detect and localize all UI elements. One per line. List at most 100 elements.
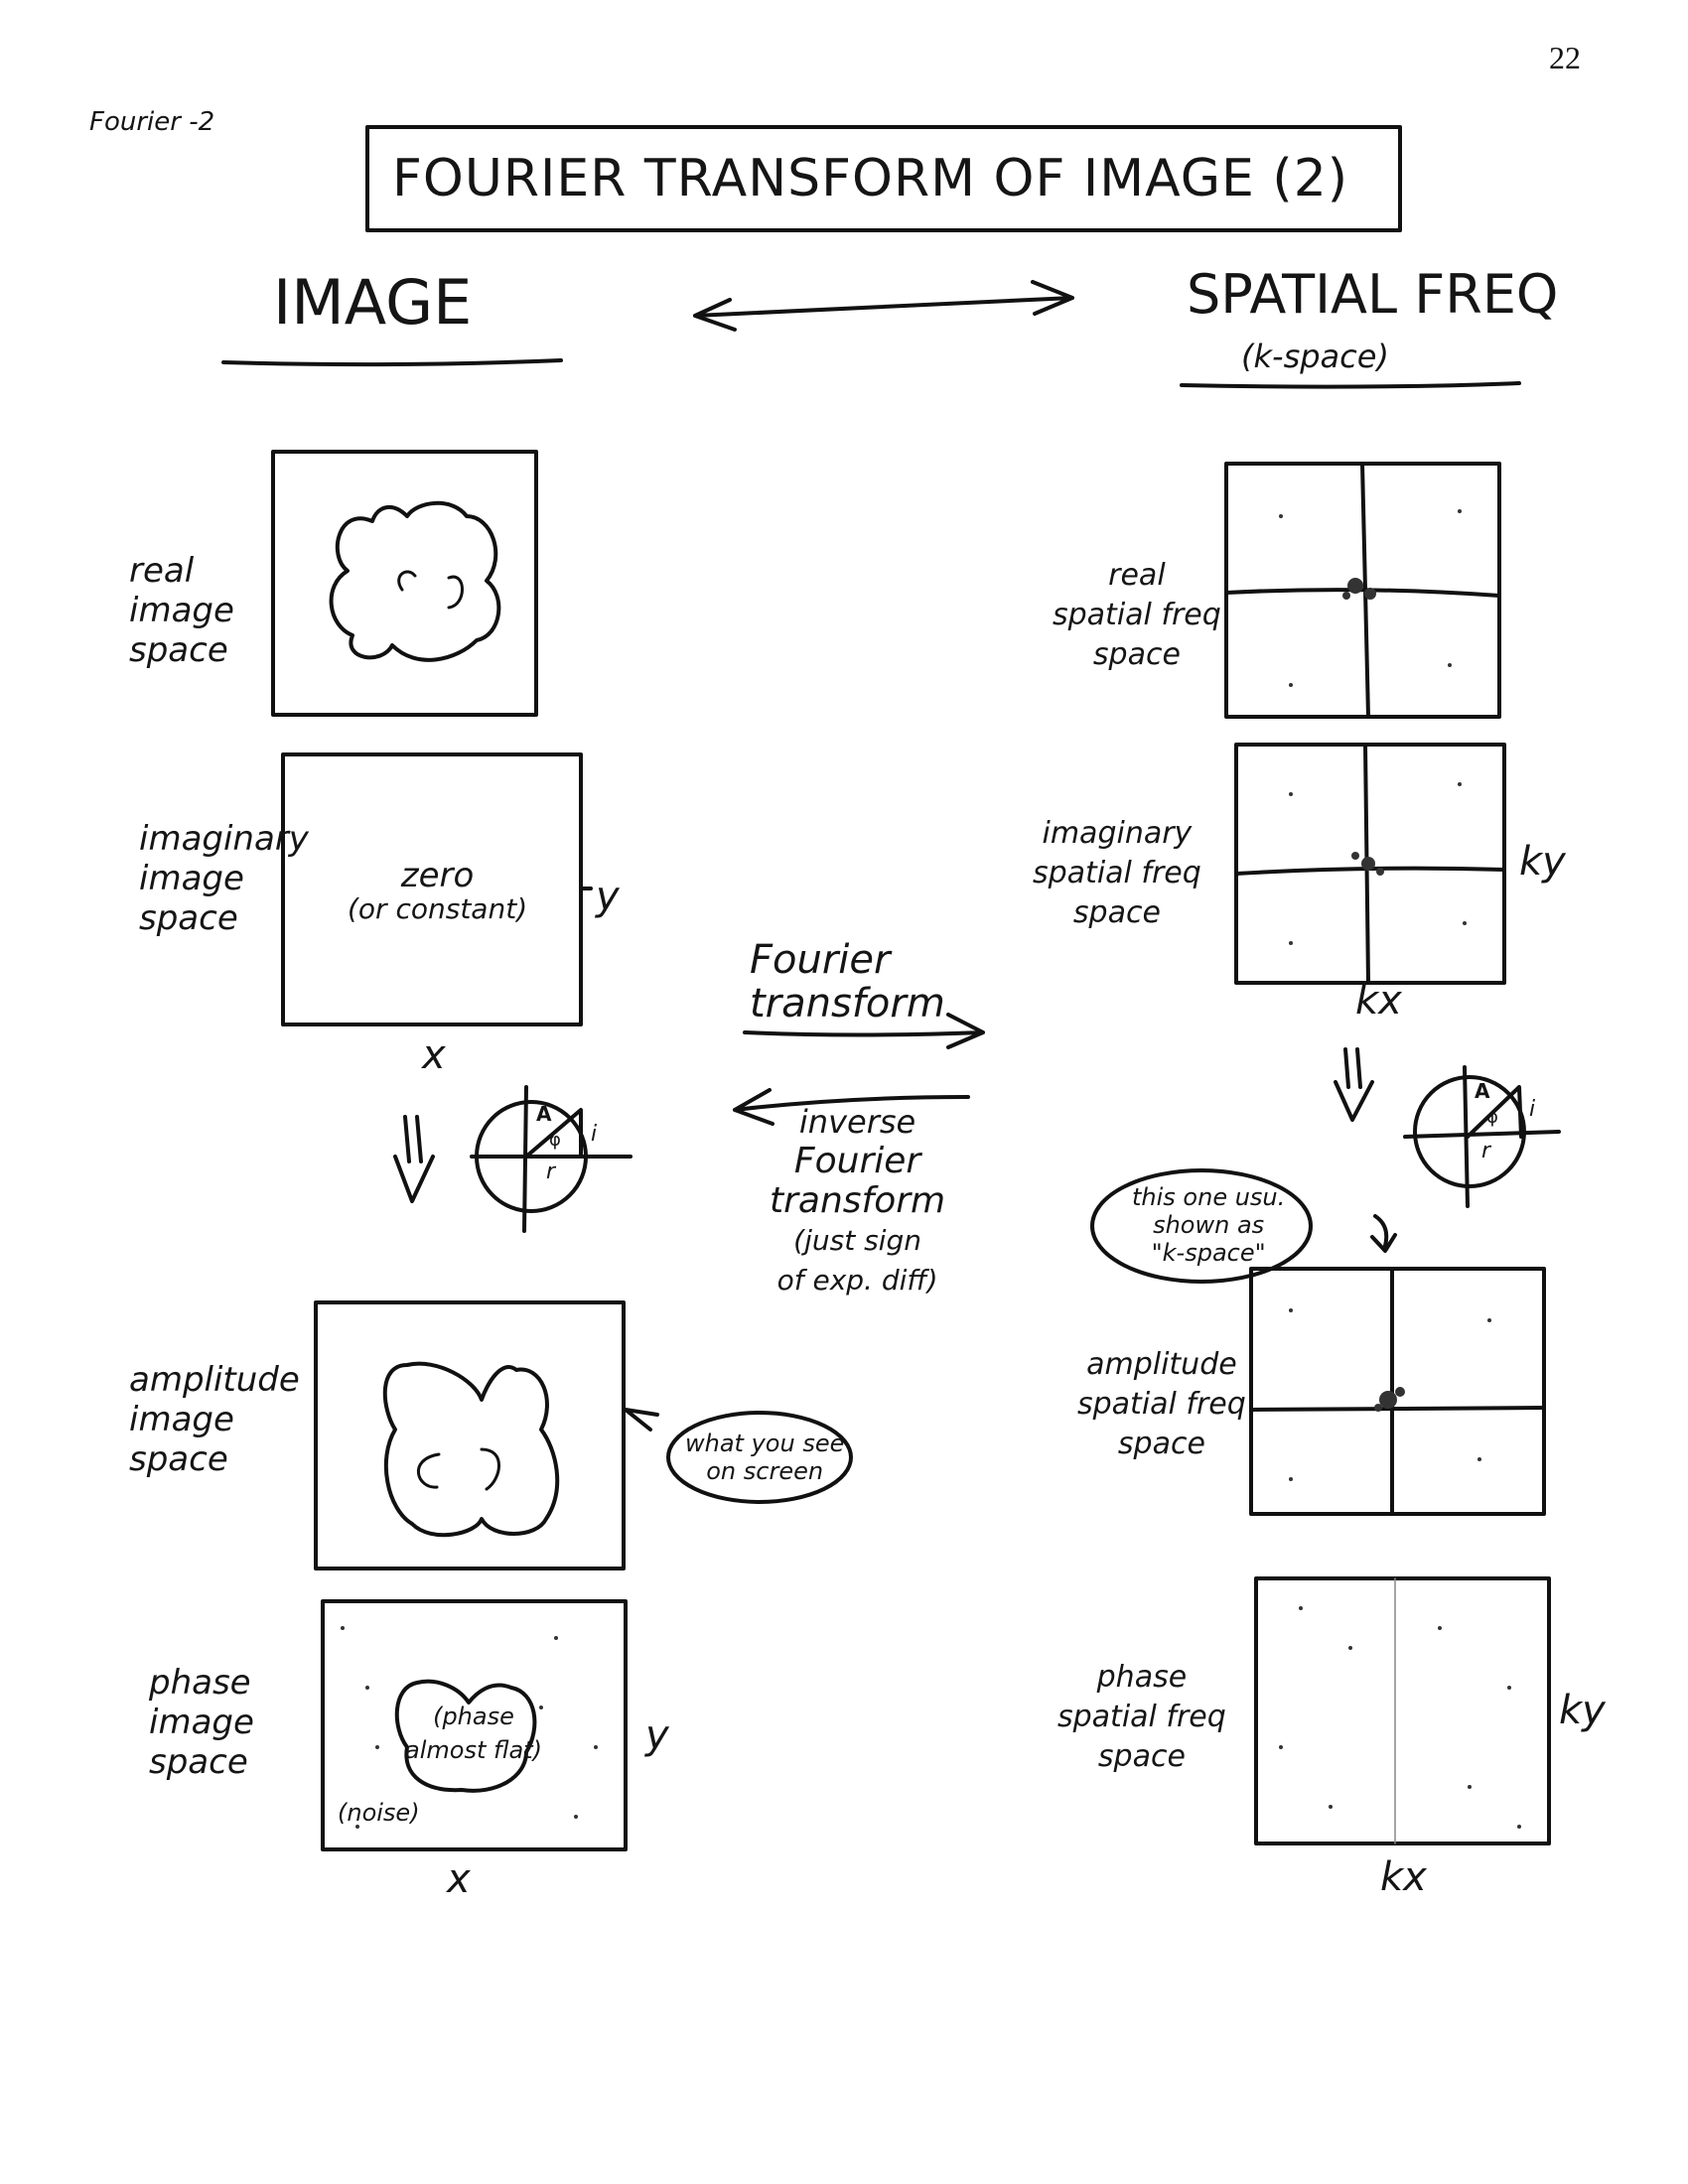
text-line: (just sign bbox=[793, 1224, 921, 1257]
label-line: imaginary bbox=[1042, 816, 1193, 851]
axis-kx-imaginary-kspace: kx bbox=[1355, 978, 1402, 1024]
callout-screen-bubble bbox=[666, 1411, 853, 1504]
box-phase-kspace bbox=[1254, 1576, 1551, 1845]
brain-amplitude-image bbox=[382, 1361, 560, 1538]
phasor-right-A: A bbox=[1475, 1079, 1490, 1103]
forward-transform-label: Fourier transform bbox=[750, 938, 945, 1025]
label-real-image: real image space bbox=[129, 551, 234, 670]
text-line: (or constant) bbox=[348, 892, 528, 925]
label-line: space bbox=[1097, 1739, 1186, 1774]
header-tag: Fourier -2 bbox=[89, 107, 215, 137]
text-line: inverse bbox=[798, 1103, 916, 1141]
heading-double-arrow bbox=[693, 280, 1074, 332]
inverse-transform-label: inverse Fourier transform (just sign of … bbox=[770, 1102, 945, 1300]
label-line: real bbox=[129, 551, 195, 591]
axis-y-imaginary-image: y bbox=[596, 874, 620, 919]
phasor-right-r: r bbox=[1481, 1139, 1491, 1163]
phasor-left-phi: φ bbox=[549, 1130, 561, 1151]
crosshair-amplitude-kspace bbox=[1249, 1267, 1546, 1516]
label-line: space bbox=[1092, 637, 1181, 672]
phase-box-text: (phase almost flat) bbox=[405, 1700, 542, 1767]
label-line: space bbox=[129, 630, 228, 670]
phasor-diagram-left bbox=[470, 1085, 633, 1233]
down-arrow-right bbox=[1334, 1047, 1374, 1122]
callout-screen-text: what you see on screen bbox=[685, 1430, 844, 1485]
box-amplitude-kspace bbox=[1249, 1267, 1546, 1516]
label-line: spatial freq bbox=[1033, 856, 1201, 890]
phasor-right-i: i bbox=[1529, 1097, 1536, 1122]
label-line: space bbox=[1117, 1427, 1205, 1461]
axis-x-phase-image: x bbox=[447, 1856, 471, 1902]
label-line: space bbox=[149, 1742, 248, 1782]
text-line: Fourier bbox=[750, 937, 891, 983]
phasor-left-i: i bbox=[591, 1122, 598, 1147]
text-line: transform bbox=[770, 1180, 946, 1221]
label-phase-image: phase image space bbox=[149, 1663, 254, 1782]
text-line: this one usu. bbox=[1132, 1183, 1286, 1211]
left-heading-underline bbox=[221, 358, 563, 367]
axis-y-phase-image: y bbox=[645, 1712, 669, 1758]
axis-ky-imaginary-kspace: ky bbox=[1519, 839, 1566, 885]
text-line: "k-space" bbox=[1151, 1239, 1266, 1267]
label-amplitude-image: amplitude image space bbox=[129, 1360, 300, 1479]
text-line: transform bbox=[750, 981, 945, 1026]
label-line: space bbox=[139, 898, 238, 938]
right-heading: SPATIAL FREQ bbox=[1187, 263, 1559, 326]
label-line: spatial freq bbox=[1057, 1700, 1226, 1734]
text-line: shown as bbox=[1153, 1211, 1265, 1239]
label-imaginary-kspace: imaginary spatial freq space bbox=[1033, 814, 1201, 933]
page-title: FOURIER TRANSFORM OF IMAGE (2) bbox=[392, 149, 1349, 208]
box-real-image bbox=[271, 450, 538, 717]
phasor-right-phi: φ bbox=[1486, 1107, 1498, 1128]
label-line: phase bbox=[149, 1663, 251, 1703]
label-imaginary-image: imaginary image space bbox=[139, 819, 309, 938]
label-phase-kspace: phase spatial freq space bbox=[1057, 1658, 1226, 1777]
label-line: amplitude bbox=[129, 1360, 300, 1400]
label-line: spatial freq bbox=[1077, 1387, 1246, 1422]
label-line: image bbox=[139, 859, 244, 898]
text-line: almost flat) bbox=[405, 1736, 542, 1764]
box-amplitude-image bbox=[314, 1300, 626, 1570]
label-line: phase bbox=[1096, 1660, 1188, 1695]
box-phase-image bbox=[321, 1599, 628, 1851]
text-line: of exp. diff) bbox=[776, 1264, 938, 1297]
callout-kspace-bubble bbox=[1090, 1168, 1313, 1284]
label-real-kspace: real spatial freq space bbox=[1053, 556, 1221, 675]
axis-x-imaginary-image: x bbox=[422, 1032, 446, 1078]
text-line: zero bbox=[400, 856, 475, 895]
left-heading: IMAGE bbox=[273, 266, 473, 339]
label-line: image bbox=[149, 1703, 254, 1742]
right-subheading: (k-space) bbox=[1241, 338, 1389, 375]
label-line: image bbox=[129, 1400, 234, 1439]
down-arrow-left bbox=[393, 1115, 435, 1203]
brain-phase-image bbox=[394, 1679, 537, 1793]
text-line: what you see bbox=[685, 1430, 845, 1457]
axis-ky-phase-kspace: ky bbox=[1559, 1688, 1606, 1733]
title-box bbox=[365, 125, 1402, 232]
label-line: amplitude bbox=[1086, 1347, 1237, 1382]
callout-kspace-text: this one usu. shown as "k-space" bbox=[1132, 1183, 1285, 1267]
imaginary-box-text: zero (or constant) bbox=[348, 859, 527, 926]
phasor-left-r: r bbox=[546, 1160, 556, 1184]
speckle-dots bbox=[341, 509, 1521, 1829]
text-line: (phase bbox=[433, 1703, 514, 1730]
phasor-left-A: A bbox=[536, 1102, 552, 1126]
forward-arrow bbox=[743, 1013, 985, 1049]
label-line: imaginary bbox=[139, 819, 309, 859]
text-line: Fourier bbox=[793, 1141, 921, 1181]
crosshair-real-kspace bbox=[1224, 462, 1501, 719]
label-line: space bbox=[129, 1439, 228, 1479]
text-line: on screen bbox=[706, 1457, 824, 1485]
label-line: image bbox=[129, 591, 234, 630]
label-line: space bbox=[1072, 895, 1161, 930]
inverse-arrow bbox=[733, 1088, 970, 1126]
noise-label: (noise) bbox=[338, 1799, 420, 1827]
label-line: spatial freq bbox=[1053, 598, 1221, 632]
label-amplitude-kspace: amplitude spatial freq space bbox=[1077, 1345, 1246, 1464]
label-line: real bbox=[1108, 558, 1166, 593]
brain-real-image bbox=[329, 500, 501, 662]
axis-kx-phase-kspace: kx bbox=[1380, 1854, 1427, 1900]
page-number: 22 bbox=[1549, 40, 1581, 75]
right-heading-underline bbox=[1180, 381, 1521, 389]
